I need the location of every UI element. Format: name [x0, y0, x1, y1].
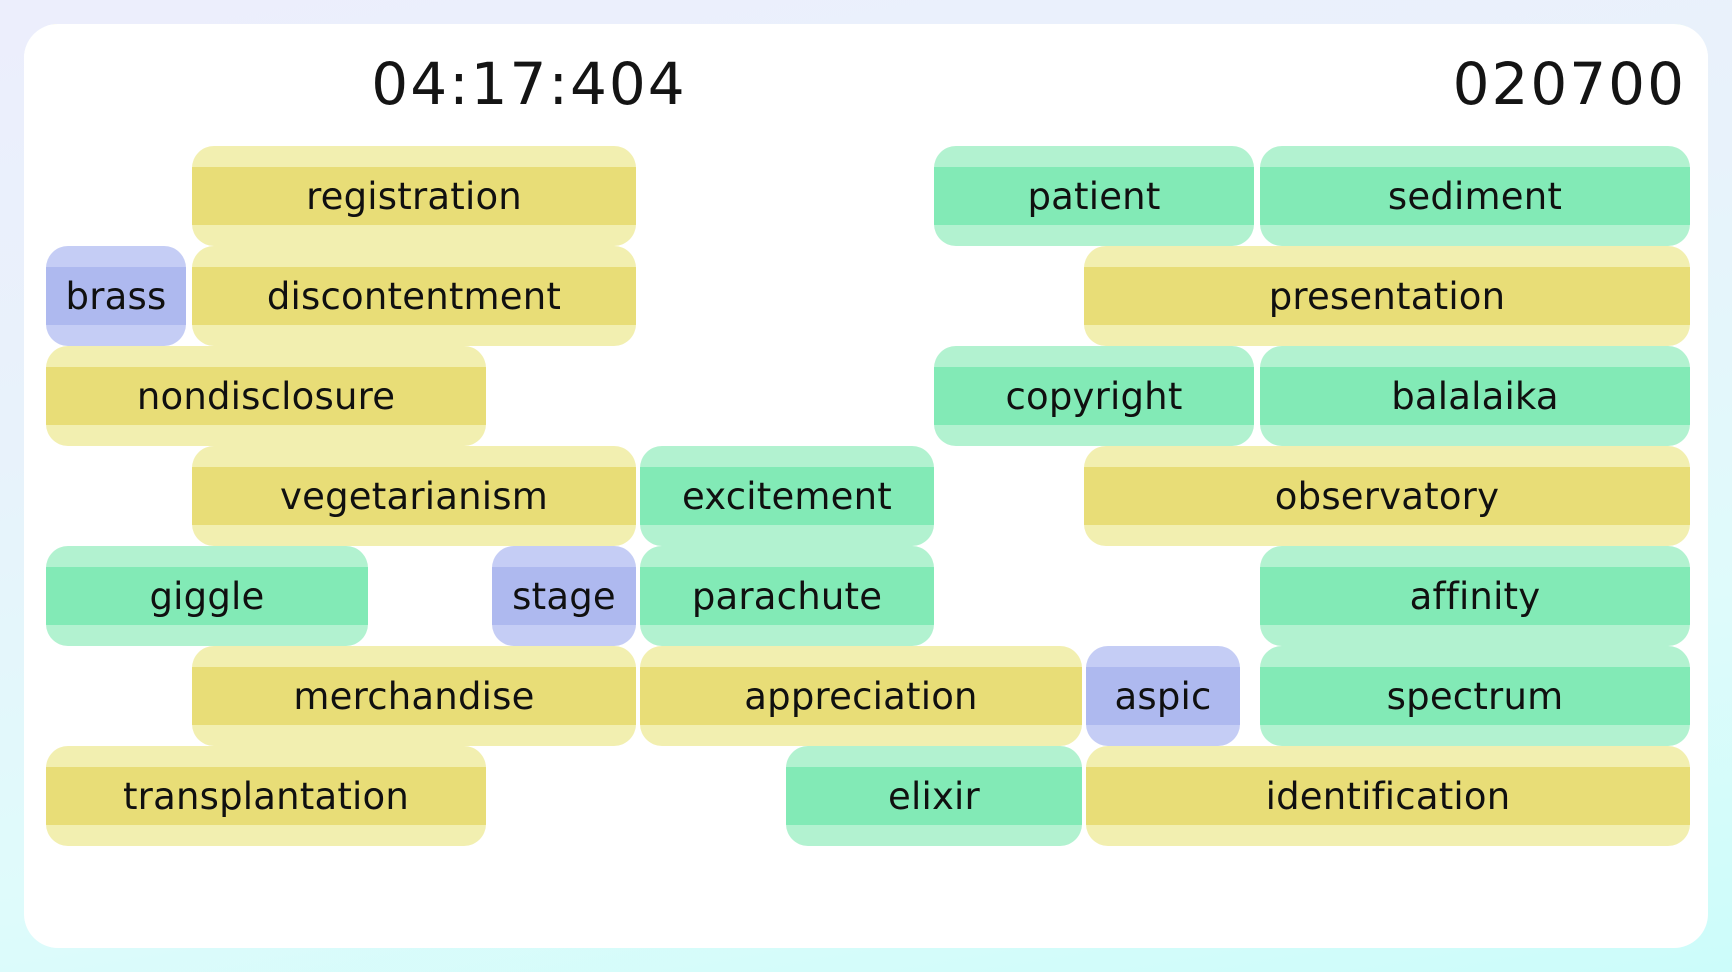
- pill-highlight-band: [1260, 567, 1690, 625]
- word-pill-label: copyright: [1005, 374, 1183, 418]
- word-pill-spectrum[interactable]: spectrum: [1260, 646, 1690, 746]
- word-pill-label: nondisclosure: [136, 374, 396, 418]
- pill-highlight-band: [1084, 467, 1690, 525]
- pill-highlight-band: [1260, 667, 1690, 725]
- word-pill-label: observatory: [1274, 474, 1500, 518]
- word-pill-patient[interactable]: patient: [934, 146, 1254, 246]
- word-pill-label: presentation: [1268, 274, 1506, 318]
- word-pill-label: merchandise: [293, 674, 535, 718]
- word-pill-sediment[interactable]: sediment: [1260, 146, 1690, 246]
- pill-highlight-band: [46, 567, 368, 625]
- word-pill-label: discontentment: [266, 274, 562, 318]
- word-pill-presentation[interactable]: presentation: [1084, 246, 1690, 346]
- word-pill-aspic[interactable]: aspic: [1086, 646, 1240, 746]
- word-pill-label: balalaika: [1391, 374, 1559, 418]
- hud-header: 04:17:404 020700: [24, 24, 1708, 142]
- word-pill-merchandise[interactable]: merchandise: [192, 646, 636, 746]
- pill-highlight-band: [934, 167, 1254, 225]
- pill-highlight-band: [1260, 167, 1690, 225]
- word-pill-label: giggle: [149, 574, 265, 618]
- word-pill-label: vegetarianism: [280, 474, 548, 518]
- word-pill-label: identification: [1265, 774, 1511, 818]
- word-pill-brass[interactable]: brass: [46, 246, 186, 346]
- word-pill-label: transplantation: [122, 774, 410, 818]
- pill-highlight-band: [46, 267, 186, 325]
- word-pill-discontentment[interactable]: discontentment: [192, 246, 636, 346]
- word-pill-transplantation[interactable]: transplantation: [46, 746, 486, 846]
- word-pill-label: aspic: [1114, 674, 1212, 718]
- pill-highlight-band: [192, 667, 636, 725]
- word-pill-label: elixir: [888, 774, 980, 818]
- word-pill-label: sediment: [1387, 174, 1563, 218]
- pill-highlight-band: [192, 167, 636, 225]
- word-pill-parachute[interactable]: parachute: [640, 546, 934, 646]
- word-pill-label: registration: [306, 174, 522, 218]
- word-pill-label: spectrum: [1386, 674, 1564, 718]
- pill-highlight-band: [934, 367, 1254, 425]
- word-pill-appreciation[interactable]: appreciation: [640, 646, 1082, 746]
- pill-highlight-band: [640, 667, 1082, 725]
- word-pill-label: affinity: [1409, 574, 1541, 618]
- word-pill-label: brass: [65, 274, 167, 318]
- word-pill-label: appreciation: [744, 674, 978, 718]
- pill-highlight-band: [1086, 667, 1240, 725]
- pill-highlight-band: [46, 367, 486, 425]
- pill-highlight-band: [1086, 767, 1690, 825]
- word-pill-copyright[interactable]: copyright: [934, 346, 1254, 446]
- pill-highlight-band: [492, 567, 636, 625]
- timer-display: 04:17:404: [371, 50, 687, 118]
- pill-highlight-band: [1260, 367, 1690, 425]
- pill-highlight-band: [1084, 267, 1690, 325]
- word-pill-giggle[interactable]: giggle: [46, 546, 368, 646]
- pill-highlight-band: [640, 467, 934, 525]
- word-pill-identification[interactable]: identification: [1086, 746, 1690, 846]
- word-pill-stage[interactable]: stage: [492, 546, 636, 646]
- word-pill-observatory[interactable]: observatory: [1084, 446, 1690, 546]
- word-pill-excitement[interactable]: excitement: [640, 446, 934, 546]
- word-pill-board: registration patient sediment brass disconte…: [24, 24, 1708, 948]
- word-pill-label: patient: [1027, 174, 1161, 218]
- score-display: 020700: [1452, 50, 1686, 118]
- pill-highlight-band: [192, 467, 636, 525]
- pill-highlight-band: [786, 767, 1082, 825]
- pill-highlight-band: [640, 567, 934, 625]
- word-pill-affinity[interactable]: affinity: [1260, 546, 1690, 646]
- word-pill-label: stage: [512, 574, 616, 618]
- word-pill-nondisclosure[interactable]: nondisclosure: [46, 346, 486, 446]
- pill-highlight-band: [46, 767, 486, 825]
- word-pill-label: parachute: [691, 574, 883, 618]
- pill-highlight-band: [192, 267, 636, 325]
- word-pill-elixir[interactable]: elixir: [786, 746, 1082, 846]
- word-pill-registration[interactable]: registration: [192, 146, 636, 246]
- word-pill-vegetarianism[interactable]: vegetarianism: [192, 446, 636, 546]
- word-pill-label: excitement: [681, 474, 893, 518]
- app-window: registration patient sediment brass disconte…: [24, 24, 1708, 948]
- word-pill-balalaika[interactable]: balalaika: [1260, 346, 1690, 446]
